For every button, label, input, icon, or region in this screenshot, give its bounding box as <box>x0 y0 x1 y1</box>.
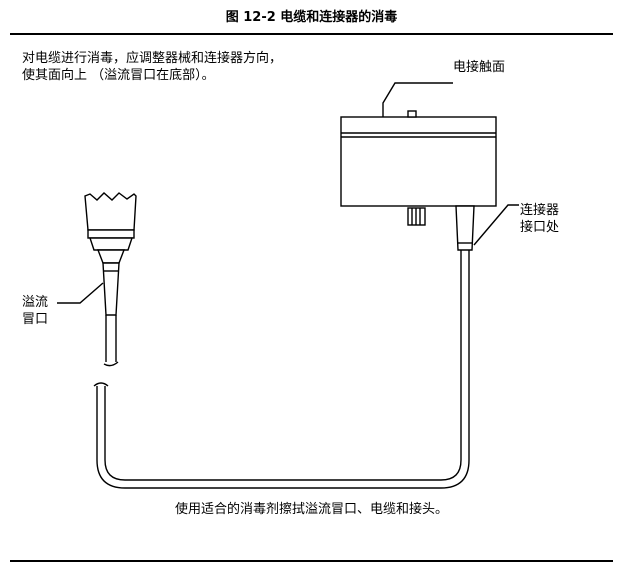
instrument-cable <box>103 315 119 367</box>
contact-surface-leader <box>382 82 453 117</box>
top-rule <box>10 33 613 35</box>
overflow-vent <box>102 262 120 316</box>
bottom-rule <box>10 560 613 562</box>
label-overflow-line1: 溢流 <box>22 295 49 310</box>
overflow-vent-leader <box>57 282 104 304</box>
connector-latch <box>407 207 426 226</box>
label-connector-port-line2: 接口处 <box>520 220 560 235</box>
connector-port-leader <box>473 204 519 246</box>
cable <box>93 254 470 489</box>
instrument-handle <box>84 192 137 264</box>
instruction-line-2: 使其面向上 （溢流冒口在底部）。 <box>22 68 215 83</box>
instruction-line-1: 对电缆进行消毒，应调整器械和连接器方向， <box>22 51 283 66</box>
label-contact-surface: 电接触面 <box>453 60 506 75</box>
connector-housing <box>340 110 497 207</box>
label-overflow-line2: 冒口 <box>22 312 49 327</box>
figure-title: 图 12-2 电缆和连接器的消毒 <box>225 10 398 25</box>
connector-port <box>455 205 475 254</box>
figure-caption: 使用适合的消毒剂擦拭溢流冒口、电缆和接头。 <box>174 502 448 517</box>
label-connector-port-line1: 连接器 <box>520 203 560 218</box>
